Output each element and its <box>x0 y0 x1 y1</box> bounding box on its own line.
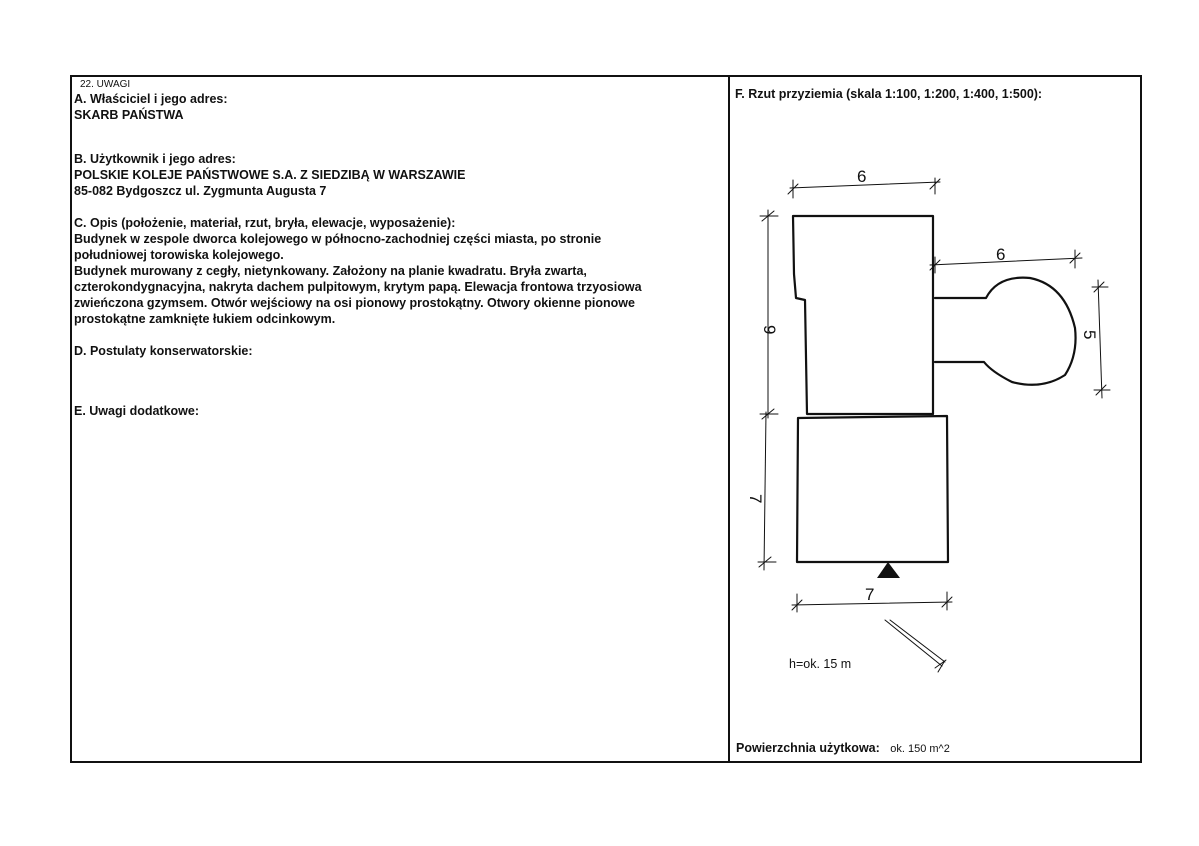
user-name: POLSKIE KOLEJE PAŃSTWOWE S.A. Z SIEDZIBĄ… <box>74 168 466 182</box>
upper-block-outline <box>791 214 935 416</box>
user-heading: B. Użytkownik i jego adres: <box>74 152 236 166</box>
user-address: 85-082 Bydgoszcz ul. Zygmunta Augusta 7 <box>74 184 327 198</box>
form-frame <box>70 75 1142 763</box>
owner-heading: A. Właściciel i jego adres: <box>74 92 228 106</box>
usable-area-label: Powierzchnia użytkowa: <box>736 741 880 755</box>
dimension-slash <box>787 183 799 195</box>
spacer <box>74 359 724 387</box>
owner-name: SKARB PAŃSTWA <box>74 108 184 122</box>
description-line: Budynek w zespole dworca kolejowego w pó… <box>74 232 602 246</box>
north-arrow-line <box>889 619 946 663</box>
annex-outline <box>933 276 1077 386</box>
dimension-slash <box>941 596 953 608</box>
spacer <box>74 199 724 215</box>
dimension-label-bottom-width: 7 <box>865 585 874 604</box>
column-divider <box>728 75 730 763</box>
usable-area-value: ok. 150 m^2 <box>890 743 950 755</box>
north-arrow-line <box>934 659 947 669</box>
plan-title: F. Rzut przyziemia (skala 1:100, 1:200, … <box>735 87 1043 101</box>
dimension-label-lower-height: 7 <box>746 494 765 503</box>
dimension-slash <box>761 408 775 420</box>
dimension-slash <box>791 599 803 611</box>
spacer <box>74 327 724 343</box>
dimension-slash <box>758 556 772 568</box>
remarks-column: 22. UWAGI A. Właściciel i jego adres: SK… <box>74 79 724 419</box>
description-line: zwieńczona gzymsem. Otwór wejściowy na o… <box>74 296 635 310</box>
spacer <box>74 387 724 403</box>
usable-area: Powierzchnia użytkowa: ok. 150 m^2 <box>736 739 950 757</box>
dimension-slash <box>1069 252 1081 264</box>
dimension-line <box>789 181 941 189</box>
dimension-slash <box>1093 281 1105 293</box>
dimension-line <box>929 257 1083 266</box>
dimension-slash <box>929 178 941 190</box>
description-line: czterokondygnacyjna, nakryta dachem pulp… <box>74 280 642 294</box>
section-number: 22. UWAGI <box>80 79 131 90</box>
dimension-slash <box>929 259 941 271</box>
description-line: Budynek murowany z cegły, nietynkowany. … <box>74 264 587 278</box>
dimension-label-annex-width: 6 <box>996 245 1005 264</box>
ground-floor-plan: 6 6 9 5 7 7 <box>746 167 1111 673</box>
dimension-label-top-width: 6 <box>857 167 866 186</box>
description-heading: C. Opis (położenie, materiał, rzut, brył… <box>74 216 456 230</box>
north-arrow-line <box>937 661 945 673</box>
dimension-line <box>763 411 767 571</box>
description-line: południowej torowiska kolejowego. <box>74 248 284 262</box>
dimension-label-annex-height: 5 <box>1080 330 1099 339</box>
description-line: prostokątne zamknięte łukiem odcinkowym. <box>74 312 336 326</box>
dimension-slash <box>761 210 775 222</box>
conservation-heading: D. Postulaty konserwatorskie: <box>74 344 253 358</box>
entrance-marker-icon <box>877 562 900 578</box>
dimension-label-upper-height: 9 <box>760 325 779 334</box>
remarks-heading: E. Uwagi dodatkowe: <box>74 404 200 418</box>
building-height-note: h=ok. 15 m <box>789 657 852 671</box>
spacer <box>74 123 724 151</box>
dimension-slash <box>1095 384 1107 396</box>
dimension-line <box>791 601 953 606</box>
dimension-line <box>1097 279 1103 399</box>
lower-block-outline <box>795 414 950 564</box>
north-arrow-line <box>884 619 943 667</box>
